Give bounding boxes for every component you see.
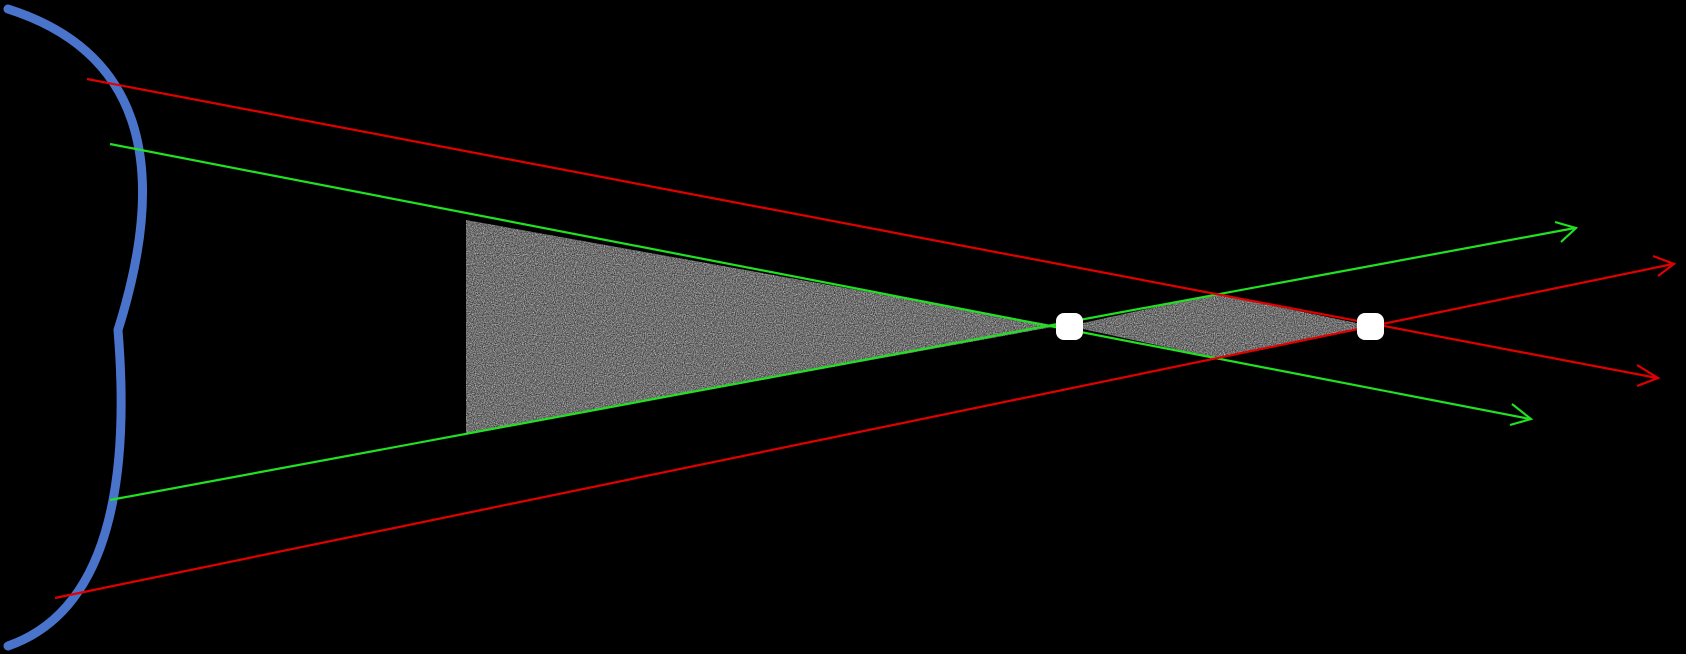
red-ray-lower-arrowhead — [1652, 254, 1677, 277]
green-ray-lower-arrowhead — [1554, 220, 1579, 243]
green-ray-upper-arrowhead — [1509, 403, 1534, 427]
red-ray-upper-arrowhead — [1636, 364, 1661, 388]
green-ray-lower — [109, 226, 1576, 502]
green-ray-upper — [109, 142, 1531, 421]
focal-point-green — [1056, 313, 1083, 340]
noise-region-crossing — [1069, 294, 1371, 358]
red-ray-upper — [86, 77, 1658, 380]
red-ray-lower — [54, 262, 1674, 600]
concave-mirror-icon — [3, 4, 147, 651]
focal-point-red — [1357, 313, 1384, 340]
noise-region-main — [466, 220, 1058, 434]
